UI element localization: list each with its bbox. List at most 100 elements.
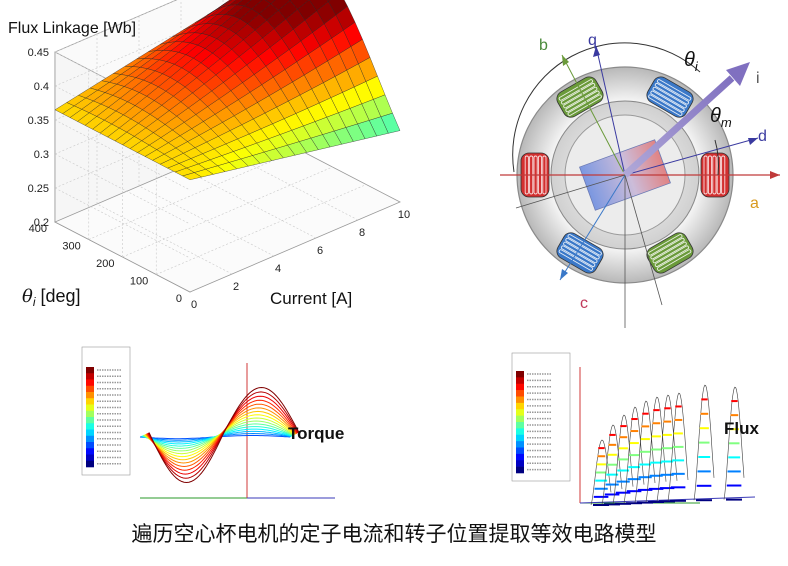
legend-swatch — [86, 454, 94, 462]
coil-winding — [650, 237, 685, 260]
legend-swatch — [516, 434, 524, 442]
axis-d-arrow — [748, 138, 758, 145]
flux-curve-outline — [612, 414, 634, 504]
legend-swatch — [516, 396, 524, 404]
figure-caption: 遍历空心杯电机的定子电流和转子位置提取等效电路模型 — [131, 522, 657, 546]
z-tick-label: 0.45 — [28, 47, 49, 59]
coil-winding — [563, 241, 598, 264]
z-tick-label: 0.35 — [28, 115, 49, 127]
axis-d-line — [624, 137, 759, 176]
axis-q-arrow — [593, 46, 600, 57]
axis-lower-line-3 — [515, 174, 626, 209]
axis-a-label: a — [750, 195, 759, 212]
legend-swatch — [86, 367, 94, 374]
y-tick-label: 100 — [130, 276, 148, 288]
axis-c-arrow — [560, 269, 568, 280]
legend-swatch — [516, 377, 524, 385]
legend-swatch — [86, 410, 94, 418]
theta-m-label: θm — [710, 105, 732, 130]
legend-swatch — [86, 385, 94, 393]
current-vector — [622, 75, 735, 178]
z-tick-label: 0.4 — [34, 81, 49, 93]
legend-swatch — [86, 442, 94, 449]
coil-winding — [558, 79, 594, 101]
current-vector-head — [726, 62, 750, 86]
legend-swatch — [516, 453, 524, 461]
axis-b-arrow — [562, 55, 569, 66]
coil-winding — [654, 83, 690, 105]
x-tick-label: 0 — [191, 299, 197, 311]
grid-line — [138, 185, 275, 257]
legend-swatch — [86, 398, 94, 405]
legend-swatch — [516, 466, 524, 474]
surface-patch — [54, 102, 75, 114]
grid-line — [222, 149, 359, 221]
axis-lower-line-2 — [624, 174, 663, 306]
legend-swatch — [516, 422, 524, 429]
x-tick-label: 2 — [233, 281, 239, 293]
legend-swatch — [516, 460, 524, 467]
flux-plot-svg: Flux — [511, 352, 759, 506]
legend-swatch — [516, 402, 524, 410]
torque-plot: Torque — [80, 345, 380, 520]
legend-swatch — [86, 392, 94, 399]
motor-cross-section-diagram: b q d a c i θi θm — [500, 10, 788, 330]
x-tick-label: 6 — [317, 245, 323, 257]
legend-swatch — [86, 404, 94, 412]
flux-curve-outline — [634, 400, 656, 503]
theta-i-label: θi — [684, 49, 699, 74]
motor-svg: b q d a c i θi θm — [500, 32, 780, 328]
axis-b-label: b — [539, 37, 548, 54]
torque-plot-svg: Torque — [81, 346, 344, 499]
theta-i-arc — [512, 42, 701, 173]
coil-winding — [656, 79, 692, 101]
legend-swatch — [86, 373, 94, 380]
legend-swatch — [86, 429, 94, 437]
coil-winding — [567, 94, 602, 116]
legend-swatch — [516, 371, 524, 378]
axis-q-label: q — [588, 32, 597, 49]
legend-swatch — [86, 448, 94, 455]
coil-winding — [656, 249, 692, 271]
flux-label: Flux — [724, 419, 759, 438]
flux-curve-outline — [667, 392, 689, 501]
z-axis-label: Flux Linkage [Wb] — [8, 20, 136, 37]
z-tick-label: 0.25 — [28, 183, 49, 195]
coil-winding — [563, 86, 598, 109]
coil-winding — [654, 245, 690, 267]
stator-coils — [520, 76, 730, 274]
y-tick-label: 300 — [62, 241, 80, 253]
coil-winding — [565, 237, 600, 260]
z-tick-label: 0.2 — [34, 217, 49, 229]
legend-swatch — [516, 428, 524, 436]
flux-curve-outline — [601, 424, 623, 505]
torque-curve — [148, 386, 300, 484]
legend-swatch — [86, 417, 94, 424]
coil-winding — [652, 241, 687, 264]
coil-winding — [648, 94, 683, 116]
flux-curve-outline — [623, 406, 645, 504]
torque-legend-bar — [86, 367, 122, 468]
axis-d-label: d — [758, 128, 767, 145]
flux-curves — [590, 384, 745, 506]
x-axis-label: Current [A] — [270, 289, 352, 308]
legend-swatch — [516, 390, 524, 397]
coil-winding — [648, 234, 683, 256]
coil-winding — [652, 86, 687, 109]
legend-swatch — [516, 383, 524, 391]
legend-swatch — [86, 379, 94, 387]
legend-swatch — [86, 460, 94, 468]
axis-a-arrow — [770, 171, 780, 179]
y-tick-label: 400 — [29, 223, 47, 235]
surface-plot-svg: 0.20.250.30.350.40.450246810010020030040… — [8, 0, 410, 311]
x-tick-label: 8 — [359, 227, 365, 239]
theta-m-arc — [714, 139, 719, 176]
legend-swatch — [516, 409, 524, 416]
axis-q-line — [595, 45, 626, 176]
flux-curve-outline — [723, 386, 745, 500]
axis-c-line — [559, 174, 626, 281]
coil-winding — [558, 249, 594, 271]
x-tick-label: 10 — [398, 209, 410, 221]
legend-swatch — [516, 447, 524, 455]
